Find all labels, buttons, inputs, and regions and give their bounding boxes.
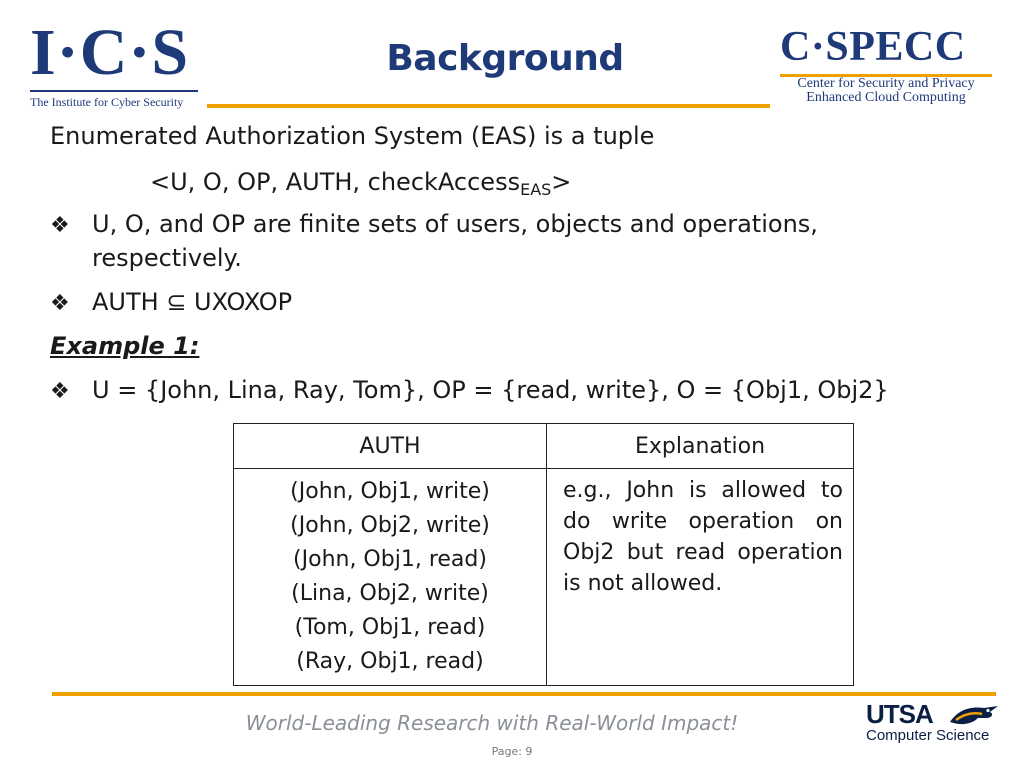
- tuple-main: <U, O, OP, AUTH, checkAccess: [150, 168, 521, 196]
- column-header-explanation: Explanation: [546, 423, 854, 469]
- title-underline: [207, 104, 770, 108]
- utsa-logo: UTSA Computer Science: [866, 700, 1006, 744]
- page-number: Page: 9: [491, 745, 533, 758]
- auth-pairs-cell: (John, Obj1, write) (John, Obj2, write) …: [233, 468, 547, 686]
- auth-pair: (Tom, Obj1, read): [294, 615, 486, 640]
- utsa-logo-subtitle: Computer Science: [866, 727, 990, 744]
- tuple-subscript: EAS: [520, 180, 552, 199]
- bullet-auth: ❖ AUTH ⊆ UXOXOP: [50, 288, 292, 316]
- bullet-auth-text: AUTH ⊆ UXOXOP: [92, 288, 293, 316]
- table-row: (John, Obj1, write) (John, Obj2, write) …: [233, 468, 854, 686]
- cspecc-logo-rule: [780, 74, 992, 77]
- cspecc-logo-subtitle-1: Center for Security and Privacy: [797, 76, 975, 91]
- auth-pair: (John, Obj2, write): [290, 513, 490, 538]
- intro-text: Enumerated Authorization System (EAS) is…: [50, 122, 655, 150]
- column-header-auth: AUTH: [233, 423, 547, 469]
- bullet-sets-line2: respectively.: [92, 244, 242, 272]
- auth-pair: (Lina, Obj2, write): [291, 581, 489, 606]
- auth-pair: (Ray, Obj1, read): [296, 649, 484, 674]
- four-diamond-bullet-icon: ❖: [50, 291, 70, 316]
- table-header-row: AUTH Explanation: [233, 423, 854, 469]
- cspecc-logo-mark: C·SPECC: [780, 24, 966, 70]
- roadrunner-icon: [950, 706, 998, 725]
- ics-logo-mark: I·C·S: [30, 16, 190, 89]
- auth-pair: (John, Obj1, write): [290, 479, 490, 504]
- four-diamond-bullet-icon: ❖: [50, 379, 70, 404]
- auth-table: AUTH Explanation (John, Obj1, write) (Jo…: [233, 423, 854, 686]
- footer-rule: [52, 692, 996, 696]
- ics-logo-subtitle: The Institute for Cyber Security: [30, 90, 198, 110]
- cspecc-logo-subtitle-2: Enhanced Cloud Computing: [806, 90, 966, 105]
- tuple-definition: <U, O, OP, AUTH, checkAccessEAS>: [150, 168, 571, 199]
- bullet-sets: ❖ U, O, and OP are finite sets of users, …: [50, 210, 818, 238]
- footer-tagline: World-Leading Research with Real-World I…: [0, 711, 1024, 735]
- utsa-logo-mark: UTSA: [866, 699, 934, 729]
- footer-tagline-text: World-Leading Research with Real-World I…: [245, 711, 739, 735]
- ics-logo: I·C·S The Institute for Cyber Security: [30, 18, 205, 110]
- bullet-sets-line1: U, O, and OP are finite sets of users, o…: [92, 210, 818, 238]
- bullet-example-text: U = {John, Lina, Ray, Tom}, OP = {read, …: [92, 376, 889, 404]
- tuple-end: >: [551, 168, 572, 196]
- explanation-cell: e.g., John is allowed to do write operat…: [546, 468, 854, 686]
- bullet-example: ❖ U = {John, Lina, Ray, Tom}, OP = {read,…: [50, 376, 889, 404]
- four-diamond-bullet-icon: ❖: [50, 213, 70, 238]
- slide-title: Background: [386, 38, 624, 79]
- auth-pair: (John, Obj1, read): [293, 547, 487, 572]
- example-heading: Example 1:: [50, 332, 200, 360]
- cspecc-logo: C·SPECC Center for Security and Privacy …: [780, 24, 995, 105]
